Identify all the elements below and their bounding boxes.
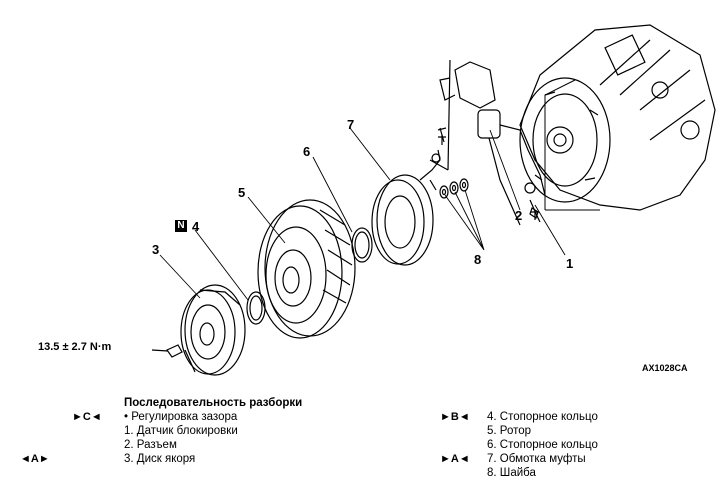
rotor-pulley [257, 199, 356, 339]
callout-6: 6 [303, 144, 311, 159]
legend-title: Последовательность разборки [124, 397, 303, 409]
legend-item: 8. Шайба [487, 467, 536, 479]
legend-item: 2. Разъем [124, 439, 177, 451]
figure-id: AX1028CA [642, 363, 688, 373]
washers [439, 178, 469, 199]
field-coil [371, 149, 441, 266]
compressor-body [519, 24, 716, 211]
retainer-ring [246, 291, 266, 325]
nonreusable-badge: N [175, 220, 187, 232]
callout-7: 7 [347, 117, 355, 132]
bolt [151, 344, 183, 358]
callout-1: 1 [566, 256, 574, 271]
torque-spec: 13.5 ± 2.7 N·m [38, 341, 112, 353]
marker-a-install: ►A◄ [440, 453, 470, 465]
legend-item: 7. Обмотка муфты [487, 453, 586, 465]
legend-item: 6. Стопорное кольцо [487, 439, 598, 451]
legend-item: 1. Датчик блокировки [124, 425, 238, 437]
armature-plate [180, 284, 246, 376]
legend-item: 4. Стопорное кольцо [487, 411, 598, 423]
marker-c: ►C◄ [72, 411, 102, 423]
sensor-bracket [429, 59, 546, 226]
callout-3: 3 [152, 242, 160, 257]
legend-item: 5. Ротор [487, 425, 532, 437]
legend-item: 3. Диск якоря [124, 453, 196, 465]
legend-item: • Регулировка зазора [124, 411, 238, 423]
callout-5: 5 [238, 185, 246, 200]
callout-8: 8 [474, 252, 482, 267]
callout-2: 2 [515, 208, 523, 223]
marker-a: ◄A► [20, 453, 50, 465]
marker-b: ►B◄ [440, 411, 470, 423]
callout-4: 4 [192, 219, 200, 234]
